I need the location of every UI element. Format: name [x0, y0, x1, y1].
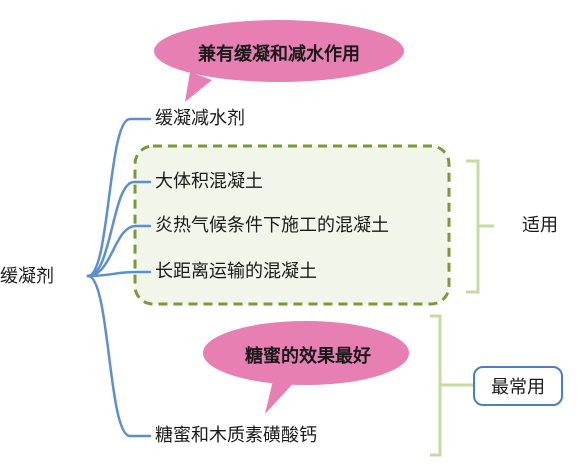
most-used-box: 最常用 — [473, 366, 563, 406]
branch-line-1 — [86, 117, 152, 278]
branch-label-long-distance-concrete: 长距离运输的混凝土 — [155, 261, 317, 282]
callout-text-1: 兼有缓凝和减水作用 — [198, 44, 360, 65]
branch-label-mass-concrete: 大体积混凝土 — [155, 171, 263, 192]
callout-bubble-1 — [185, 72, 212, 102]
root-node-label: 缓凝剂 — [0, 266, 54, 287]
callout-text-2: 糖蜜的效果最好 — [245, 346, 371, 367]
bracket-applicable — [466, 159, 494, 294]
branch-line-5 — [86, 274, 152, 438]
branch-label-hot-weather-concrete: 炎热气候条件下施工的混凝土 — [155, 215, 389, 236]
bracket-label-most-used: 最常用 — [491, 377, 545, 398]
applicable-group-box — [133, 144, 451, 306]
callout-bubble-1-body — [154, 20, 404, 82]
branch-line-2 — [86, 180, 152, 278]
branch-line-4 — [86, 270, 152, 278]
bracket-most-used — [430, 314, 473, 457]
callout-bubble-2-body — [203, 321, 409, 385]
bracket-label-applicable: 适用 — [522, 215, 558, 236]
branch-line-3 — [86, 224, 152, 278]
branch-label-molasses-lignosulfonate: 糖蜜和木质素磺酸钙 — [155, 425, 317, 446]
branch-label-retarding-water-reducer: 缓凝减水剂 — [155, 108, 245, 129]
